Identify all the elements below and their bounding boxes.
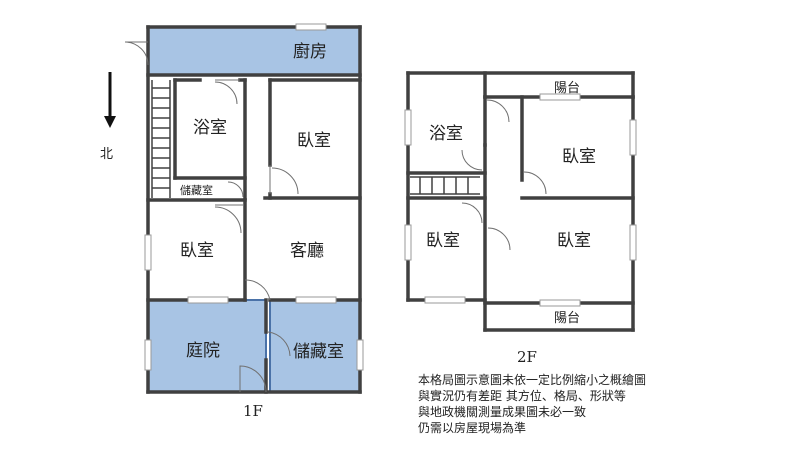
disclaimer-line: 與地政機關測量成果圖未必一致 [418,405,587,419]
floor-2-plan [404,71,637,332]
room-label-bathroom-1f: 浴室 [193,118,227,138]
room-label-bedroom-bottom-right-2f: 臥室 [557,231,591,251]
room-label-courtyard: 庭院 [186,341,220,361]
floor-label-1f: 1F [243,402,263,420]
stair-2f [410,176,480,195]
stair-1f [151,80,171,198]
disclaimer-line: 本格局圖示意圖未依一定比例縮小之概繪圖 [418,373,647,387]
room-label-bedroom-right-1f: 臥室 [297,131,331,151]
north-label: 北 [100,147,113,162]
floor-label-2f: 2F [517,348,537,366]
kitchen-zone [147,26,361,76]
room-label-kitchen: 廚房 [293,41,327,62]
north-arrow-icon [104,72,116,128]
room-label-storage-room: 儲藏室 [293,342,344,362]
room-label-storage-small: 儲藏室 [180,183,213,197]
room-label-living-room: 客廳 [290,241,324,261]
room-label-bedroom-left-2f: 臥室 [426,231,460,251]
room-label-balcony-bottom: 陽台 [554,311,580,326]
room-label-bathroom-2f: 浴室 [429,124,463,144]
room-label-bedroom-top-right-2f: 臥室 [562,147,596,167]
floor-1-plan [124,23,364,394]
room-label-bedroom-left-1f: 臥室 [180,241,214,261]
disclaimer-line: 仍需以房屋現場為準 [418,421,527,435]
disclaimer-note: 本格局圖示意圖未依一定比例縮小之概繪圖 與實況仍有差距 其方位、格局、形狀等 與… [418,372,718,436]
disclaimer-line: 與實況仍有差距 其方位、格局、形狀等 [418,389,626,403]
room-label-balcony-top: 陽台 [554,81,580,96]
